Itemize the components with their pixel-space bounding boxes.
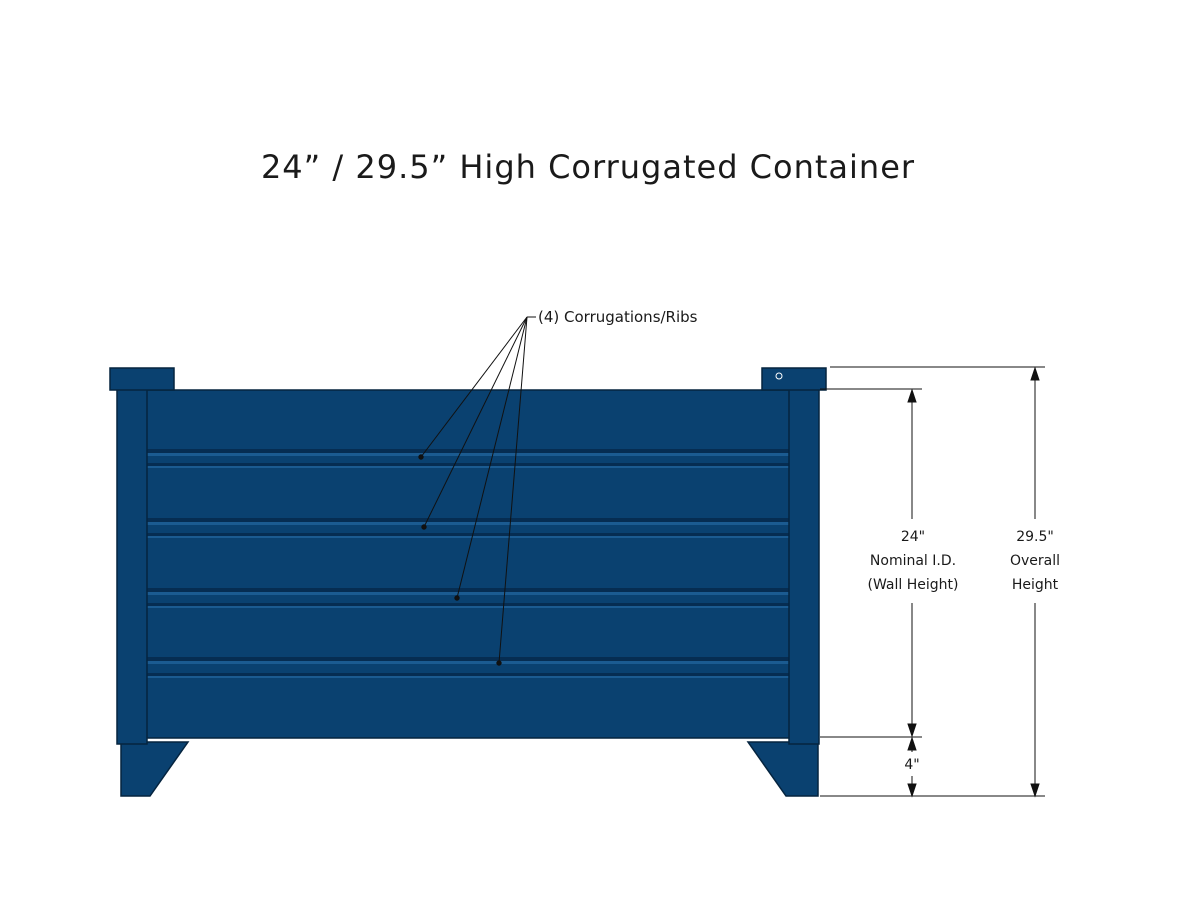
dimensions — [820, 366, 1045, 798]
diagram-title: 24” / 29.5” High Corrugated Container — [261, 148, 915, 186]
rib-callout — [418, 316, 536, 666]
left-post-cap — [109, 367, 175, 391]
right-post — [788, 387, 820, 745]
overall-height-label-2: Height — [1012, 577, 1059, 593]
rib — [146, 657, 790, 678]
wall-panel — [145, 389, 791, 739]
right-post-cap — [761, 367, 827, 391]
callout-label: (4) Corrugations/Ribs — [538, 308, 698, 326]
wall-height-value: 24" — [901, 529, 925, 545]
rib — [146, 449, 790, 468]
right-leg — [746, 741, 819, 797]
rib — [146, 518, 790, 538]
overall-height-label-1: Overall — [1010, 553, 1060, 569]
wall-height-label-2: (Wall Height) — [868, 577, 959, 593]
wall-height-label-1: Nominal I.D. — [870, 553, 956, 569]
overall-height-value: 29.5" — [1016, 529, 1054, 545]
leg-height-value: 4" — [904, 757, 919, 773]
rib — [146, 588, 790, 608]
left-leg — [120, 741, 190, 797]
ribs — [146, 449, 790, 678]
left-post — [116, 387, 148, 745]
cap-hole-icon — [775, 372, 783, 380]
container-body — [109, 367, 827, 797]
